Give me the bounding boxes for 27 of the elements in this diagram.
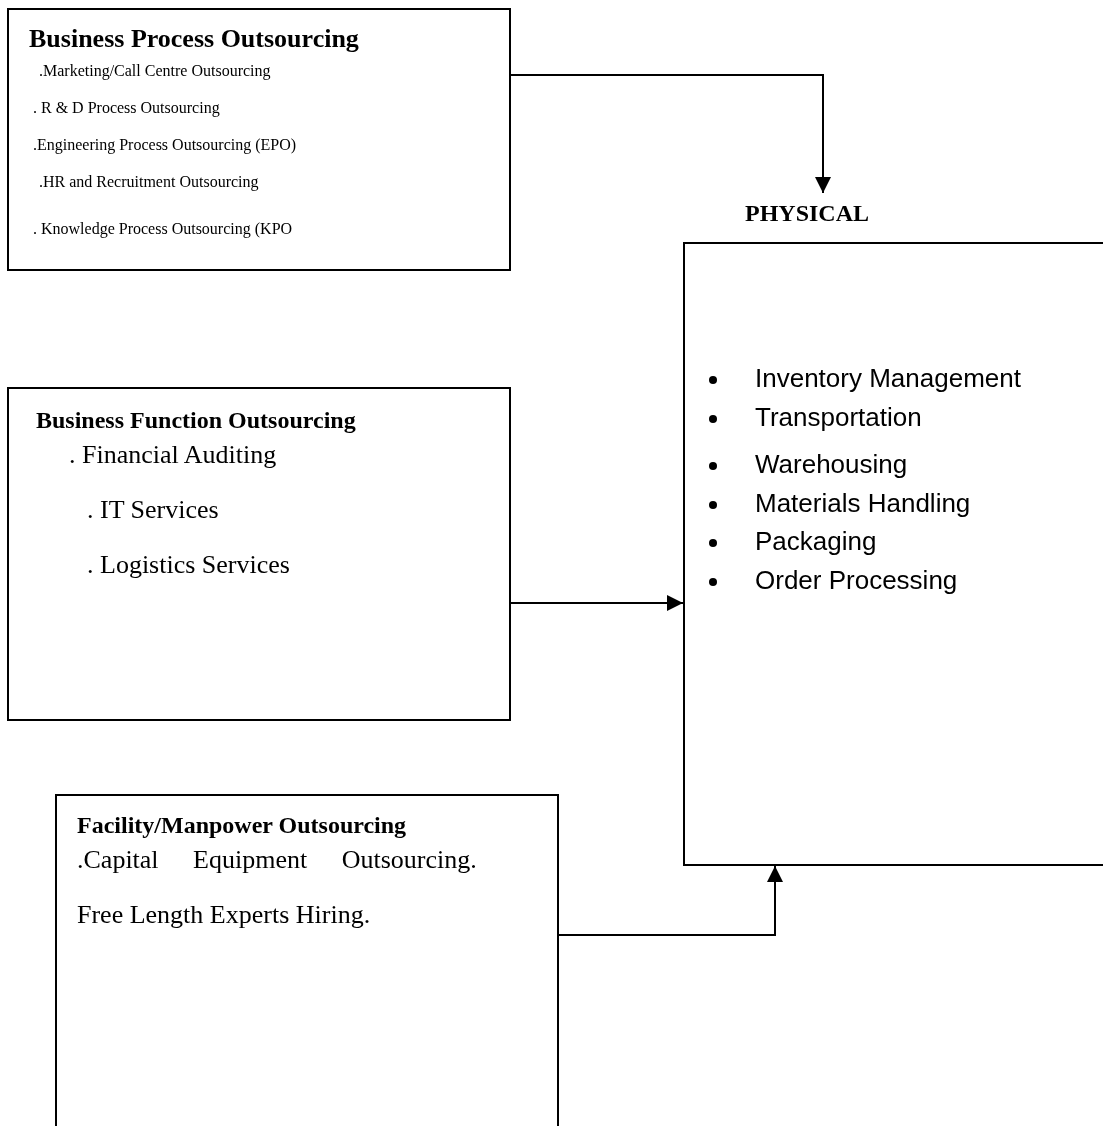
box-heading: PHYSICAL	[745, 200, 870, 227]
list-item: Warehousing	[755, 450, 908, 479]
arrow	[558, 865, 783, 936]
box-heading: Business Process Outsourcing	[29, 25, 359, 54]
list-item: Order Processing	[755, 566, 958, 595]
list-item: .Engineering Process Outsourcing (EPO)	[33, 136, 297, 154]
arrow	[510, 74, 831, 194]
list-item: .Capital Equipment Outsourcing.	[77, 846, 477, 875]
arrow	[510, 595, 684, 611]
list-item: . IT Services	[87, 496, 219, 525]
process-box	[7, 8, 511, 271]
list-item: . R & D Process Outsourcing	[33, 99, 220, 117]
process-box	[683, 242, 1103, 866]
list-item: Free Length Experts Hiring.	[77, 901, 371, 930]
list-item: . Knowledge Process Outsourcing (KPO	[33, 220, 293, 238]
process-box	[55, 794, 559, 1126]
list-item: .HR and Recruitment Outsourcing	[39, 173, 259, 191]
list-item: .Marketing/Call Centre Outsourcing	[39, 62, 271, 80]
list-item: . Logistics Services	[87, 551, 290, 580]
list-item: Materials Handling	[755, 489, 971, 518]
box-heading: Business Function Outsourcing	[36, 407, 356, 434]
list-item: Inventory Management	[755, 364, 1021, 393]
list-item: Packaging	[755, 527, 877, 556]
list-item: . Financial Auditing	[69, 441, 277, 470]
list-item: Transportation	[755, 403, 922, 432]
process-box	[7, 387, 511, 721]
box-heading: Facility/Manpower Outsourcing	[77, 812, 407, 839]
